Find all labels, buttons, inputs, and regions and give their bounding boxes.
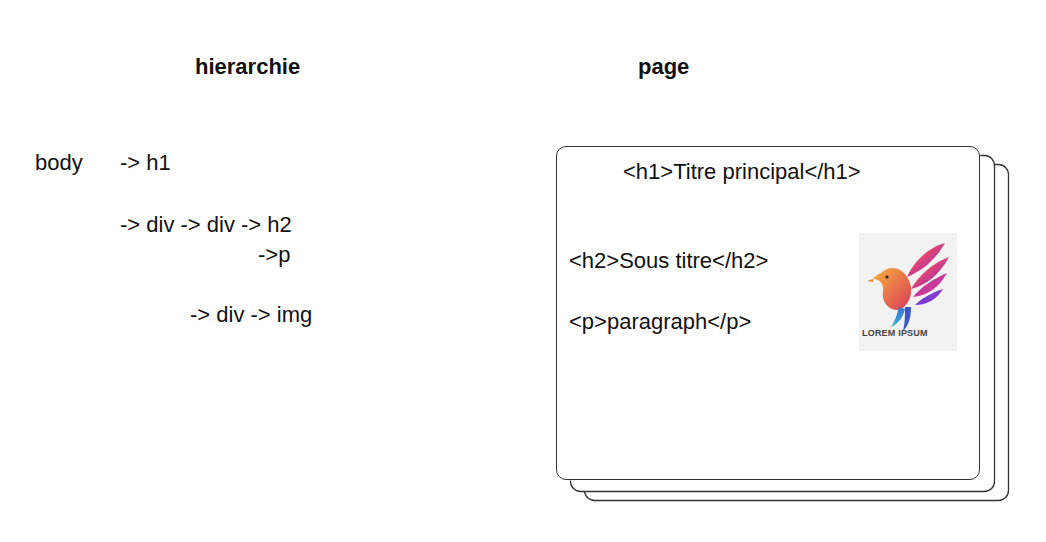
logo-text: LOREM IPSUM [862,328,928,338]
html-tag-text: <h2>Sous titre</h2> [569,248,768,274]
tree-branch: -> div -> img [190,302,312,328]
column-heading: page [638,54,689,80]
html-tag-text: <h1>Titre principal</h1> [623,159,861,185]
column-heading: hierarchie [195,54,300,80]
tree-branch: -> h1 [120,150,171,176]
tree-branch: -> div -> div -> h2 [120,212,292,238]
html-tag-text: <p>paragraph</p> [569,309,751,335]
tree-branch: ->p [258,242,290,268]
tree-root: body [35,150,83,176]
page-card: <h1>Titre principal</h1> <h2>Sous titre</… [556,146,980,480]
